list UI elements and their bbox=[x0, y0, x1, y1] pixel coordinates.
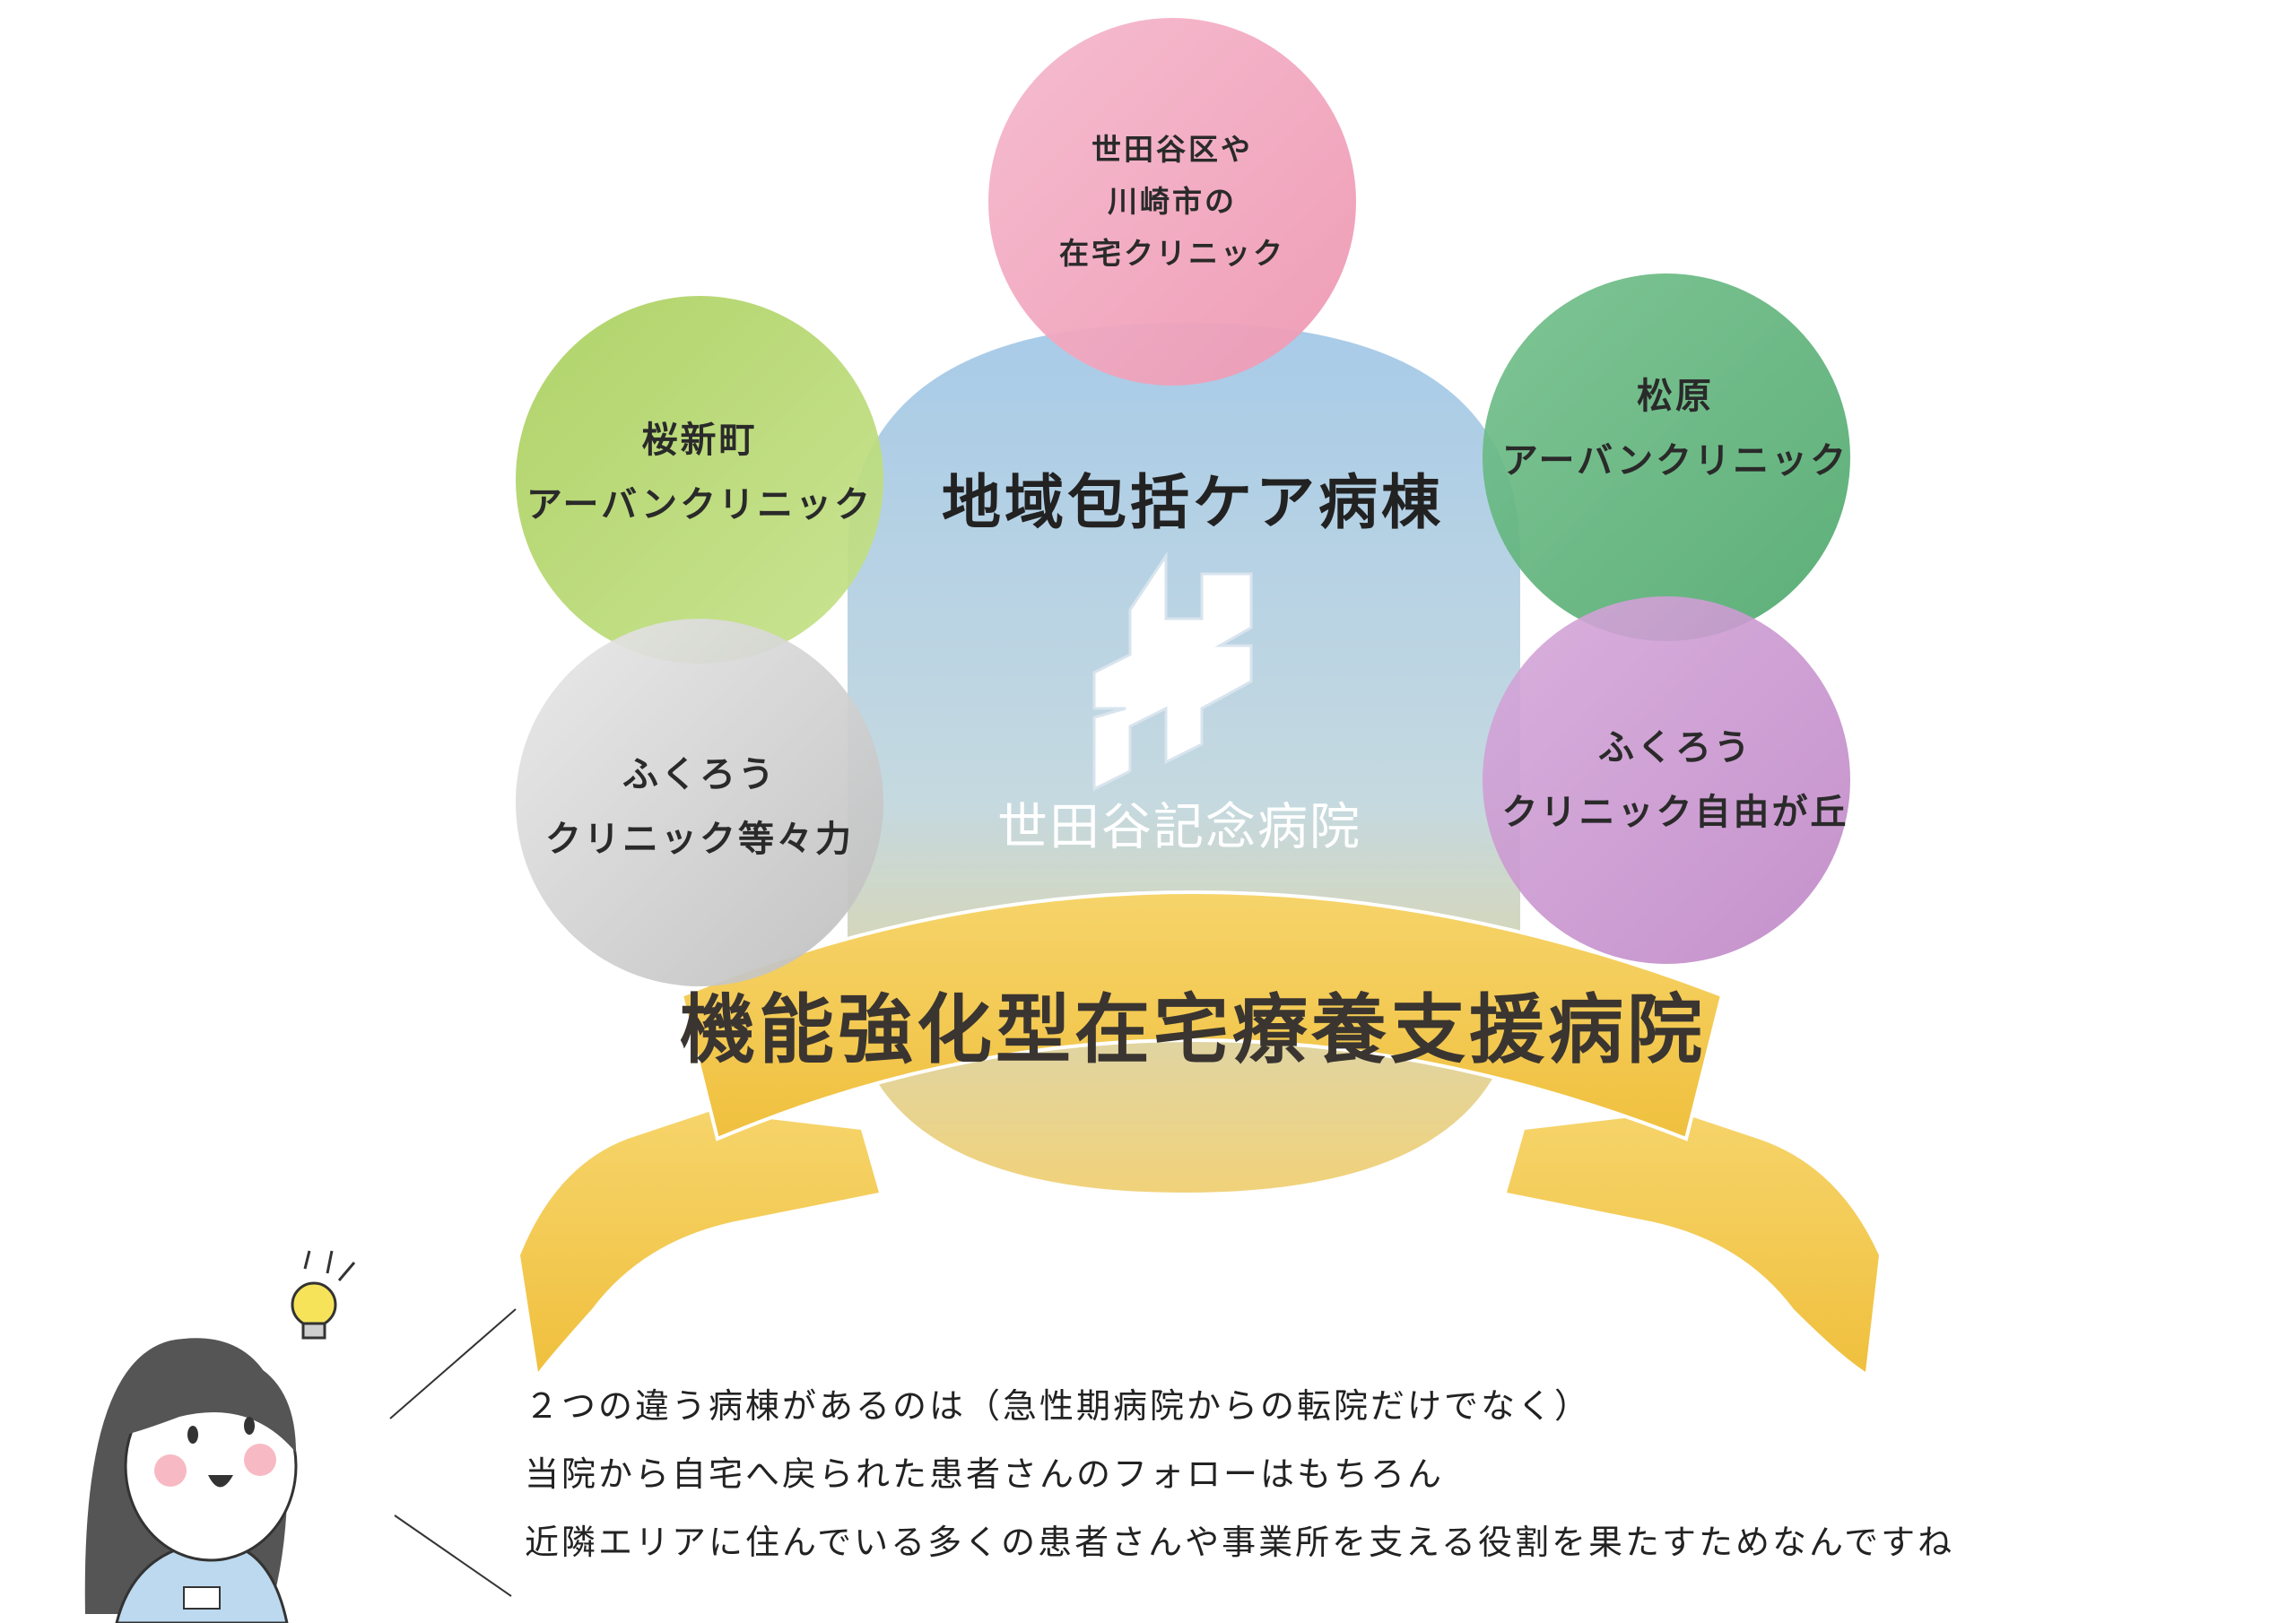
circle-label-line: ふくろう bbox=[622, 754, 777, 795]
circle-label-line: アーバンクリニック bbox=[1501, 440, 1849, 482]
note-line: 近隣エリアに住んでいる多くの患者さんや事業所を支える役割を果たすためなんですね bbox=[525, 1523, 1955, 1562]
circle-label-todoroki: ふくろう クリニック等々力 bbox=[545, 742, 854, 872]
lightbulb-icon bbox=[291, 1250, 356, 1340]
banner-ribbon bbox=[520, 890, 1879, 1372]
circle-label-line: 桜新町 bbox=[641, 420, 758, 461]
circle-label-sakurashinmachi: 桜新町 アーバンクリニック bbox=[526, 408, 873, 537]
ward-title: 地域包括ケア病棟 bbox=[942, 468, 1444, 537]
circle-label-line: 川崎市の bbox=[1108, 184, 1237, 219]
circle-label-line: クリニック等々力 bbox=[545, 819, 854, 860]
nurse-avatar bbox=[84, 1338, 298, 1623]
hospital-logo-icon bbox=[1092, 551, 1253, 792]
speech-note: ２つの違う病棟があるのは（急性期病院からの転院だけでなく） 当院から自宅へ戻られ… bbox=[525, 1372, 1954, 1576]
circle-label-matsubara: 松原 アーバンクリニック bbox=[1502, 364, 1848, 493]
speech-line-bottom bbox=[394, 1515, 512, 1597]
circle-label-jiyugaoka: ふくろう クリニック自由が丘 bbox=[1502, 716, 1849, 845]
circle-label-line: 在宅クリニック bbox=[1059, 236, 1285, 271]
note-line: ２つの違う病棟があるのは（急性期病院からの転院だけでなく） bbox=[525, 1386, 1592, 1426]
circle-label-line: 世田谷区や bbox=[1091, 132, 1253, 167]
circle-label-setagaya-kawasaki: 世田谷区や 川崎市の 在宅クリニック bbox=[1059, 124, 1285, 280]
circle-label-line: 松原 bbox=[1636, 376, 1714, 417]
circle-setagaya-kawasaki bbox=[988, 18, 1356, 386]
circle-label-line: ふくろう bbox=[1598, 727, 1752, 768]
circle-label-line: アーバンクリニック bbox=[526, 484, 874, 525]
circle-todoroki bbox=[516, 619, 883, 986]
circle-label-line: クリニック自由が丘 bbox=[1501, 792, 1849, 833]
circle-jiyugaoka bbox=[1483, 596, 1850, 964]
banner-text: 機能強化型在宅療養支援病院 bbox=[679, 985, 1707, 1074]
circle-sakurashinmachi bbox=[516, 296, 883, 664]
circle-matsubara bbox=[1483, 273, 1850, 641]
speech-line-top bbox=[389, 1308, 517, 1419]
note-line: 当院から自宅へ戻られた患者さんのフォローはもちろん bbox=[525, 1454, 1445, 1494]
hospital-name: 世田谷記念病院 bbox=[997, 798, 1361, 857]
